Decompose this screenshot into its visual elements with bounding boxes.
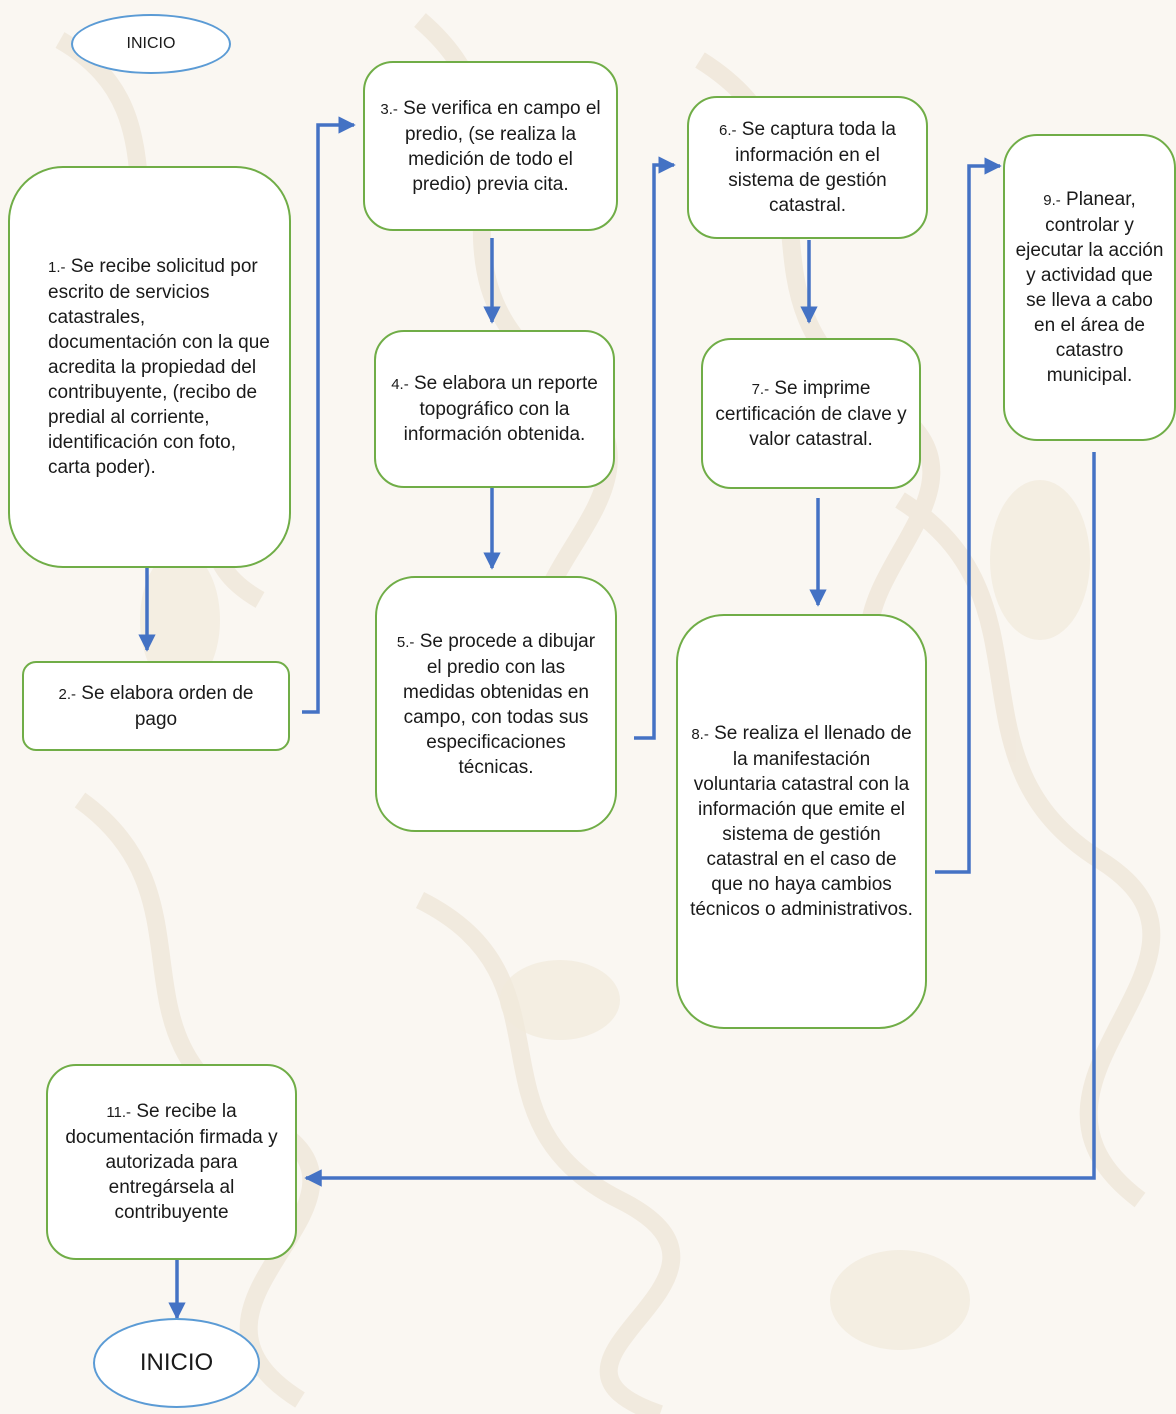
step-4-text: Se elabora un reporte topográfico con la… xyxy=(403,373,598,445)
step-8-text: Se realiza el llenado de la manifestació… xyxy=(690,723,913,920)
step-1-text: Se recibe solicitud por escrito de servi… xyxy=(48,256,270,478)
step-2-text: Se elabora orden de pago xyxy=(76,682,254,730)
step-7-box: 7.- Se imprime certificación de clave y … xyxy=(701,338,921,489)
arrow-2-to-3 xyxy=(302,116,356,714)
step-4-box: 4.- Se elabora un reporte topográfico co… xyxy=(374,330,615,488)
step-11-box: 11.- Se recibe la documentación firmada … xyxy=(46,1064,297,1260)
step-4-number: 4.- xyxy=(391,376,409,393)
step-6-box: 6.- Se captura toda la información en el… xyxy=(687,96,928,239)
step-1-number: 1.- xyxy=(48,259,66,276)
step-7-text: Se imprime certificación de clave y valo… xyxy=(715,377,907,450)
step-5-number: 5.- xyxy=(396,633,415,651)
step-9-text: Planear, controlar y ejecutar la acción … xyxy=(1015,189,1164,386)
step-3-box: 3.- Se verifica en campo el predio, (se … xyxy=(363,61,618,231)
start-terminal: INICIO xyxy=(71,14,231,74)
step-11-text: Se recibe la documentación firmada y aut… xyxy=(65,1101,278,1223)
step-6-number: 6.- xyxy=(718,122,737,139)
step-1-box: 1.- Se recibe solicitud por escrito de s… xyxy=(8,166,291,568)
arrow-9-to-11 xyxy=(304,452,1096,1187)
end-label: INICIO xyxy=(139,1349,214,1376)
step-8-box: 8.- Se realiza el llenado de la manifest… xyxy=(676,614,927,1029)
arrow-8-to-9 xyxy=(935,157,1002,874)
step-3-text: Se verifica en campo el predio, (se real… xyxy=(397,97,601,195)
step-3-number: 3.- xyxy=(380,100,398,118)
arrow-5-to-6 xyxy=(634,156,676,740)
step-8-number: 8.- xyxy=(691,726,709,743)
start-label: INICIO xyxy=(126,35,176,52)
step-6-text: Se captura toda la información en el sis… xyxy=(728,119,896,216)
step-2-number: 2.- xyxy=(58,685,77,703)
step-5-box: 5.- Se procede a dibujar el predio con l… xyxy=(375,576,617,832)
end-terminal: INICIO xyxy=(93,1318,260,1408)
step-11-number: 11.- xyxy=(106,1104,132,1121)
step-9-box: 9.- Planear, controlar y ejecutar la acc… xyxy=(1003,134,1176,441)
step-5-text: Se procede a dibujar el predio con las m… xyxy=(403,630,596,778)
step-7-number: 7.- xyxy=(751,380,770,398)
step-2-box: 2.- Se elabora orden de pago xyxy=(22,661,290,751)
step-9-number: 9.- xyxy=(1043,192,1061,209)
